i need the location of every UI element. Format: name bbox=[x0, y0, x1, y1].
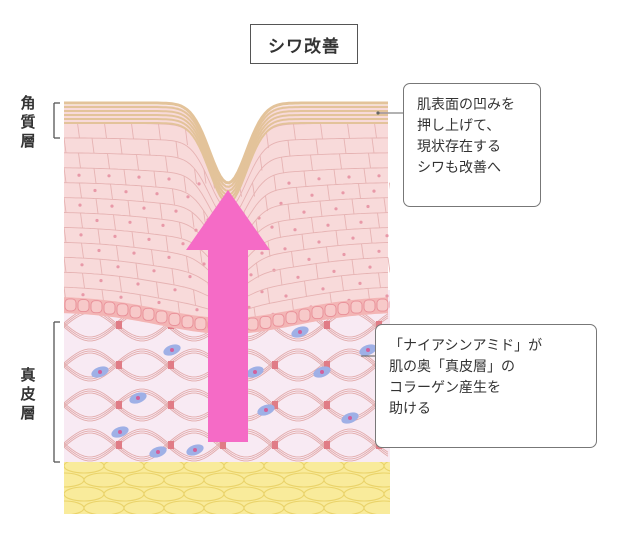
callout-niacinamide: 「ナイアシンアミド」が 肌の奥「真皮層」の コラーゲン産生を 助ける bbox=[375, 324, 597, 448]
diagram-title: シワ改善 bbox=[250, 24, 358, 64]
basal-layer bbox=[64, 297, 388, 334]
corneum-bracket bbox=[53, 102, 60, 139]
callout-surface-lift: 肌表面の凹みを 押し上げて、 現状存在する シワも改善へ bbox=[403, 83, 541, 207]
leader-dot bbox=[376, 111, 380, 115]
fat-cells bbox=[64, 462, 390, 514]
dermis-bracket bbox=[53, 321, 60, 463]
fibroblast-cells bbox=[91, 326, 377, 458]
label-dermis: 真 皮 層 bbox=[20, 366, 36, 422]
label-stratum-corneum: 角 質 層 bbox=[20, 94, 36, 150]
callout-leaders bbox=[361, 112, 403, 357]
up-arrow-icon bbox=[186, 190, 270, 442]
